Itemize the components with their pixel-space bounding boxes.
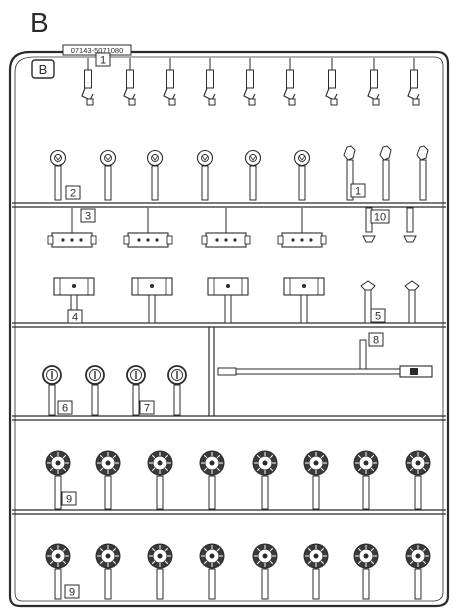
clamp-block [47, 208, 97, 248]
clamp-block [201, 208, 251, 248]
part-1-bracket [81, 58, 94, 106]
part-code: 07143-5071080 [71, 46, 124, 55]
part-number-tag [67, 309, 83, 324]
part-number-tag [65, 185, 81, 200]
part-number-tag [370, 209, 390, 224]
gauge-disc-part [99, 149, 117, 201]
sheet-letter: B [30, 7, 49, 38]
part-number-tag [370, 308, 386, 323]
part-number-label: 9 [69, 587, 75, 599]
part-number-label: 10 [374, 212, 386, 224]
wheel-part-9 [252, 450, 278, 510]
part-number-label: 1 [100, 55, 106, 67]
part-1-bracket [283, 58, 296, 106]
part-number-tag [350, 183, 366, 198]
part-number-tag [139, 400, 155, 415]
hook-part [416, 145, 429, 201]
bracket-part-5 [404, 280, 420, 324]
clamp-block [277, 208, 327, 248]
gauge-disc-part [146, 149, 164, 201]
wheel-part-9 [303, 450, 329, 510]
wheel-part-9 [147, 543, 173, 600]
wheel-part-9 [95, 543, 121, 600]
wheel-part-9 [45, 450, 71, 510]
box-part [207, 277, 249, 324]
part-number-tag [80, 208, 96, 223]
wheel-part-9 [353, 450, 379, 510]
part-number-label: 3 [85, 211, 91, 223]
part-number-label: 2 [70, 188, 76, 200]
part-1-bracket [123, 58, 136, 106]
part-1-bracket [325, 58, 338, 106]
dial-part [42, 365, 62, 416]
part-number-label: 1 [355, 186, 361, 198]
part-number-tag [95, 52, 111, 67]
dial-part [85, 365, 105, 416]
frame-tag-label: B [39, 62, 48, 77]
wheel-part-9 [147, 450, 173, 510]
gauge-disc-part [196, 149, 214, 201]
part-number-label: 9 [66, 494, 72, 506]
part-number-label: 4 [72, 312, 78, 324]
hose-part-8 [217, 339, 433, 378]
clamp-block [123, 208, 173, 248]
gauge-disc-part [49, 149, 67, 201]
part-1-bracket [367, 58, 380, 106]
part-number-label: 8 [373, 335, 379, 347]
wheel-part-9 [199, 543, 225, 600]
part-number-label: 7 [144, 403, 150, 415]
wheel-part-9 [303, 543, 329, 600]
wheel-part-9 [45, 543, 71, 600]
hook-part [343, 145, 356, 201]
wheel-part-9 [353, 543, 379, 600]
part-1-bracket [163, 58, 176, 106]
dial-part [167, 365, 187, 416]
gauge-disc-part [293, 149, 311, 201]
box-part [283, 277, 325, 324]
valve-part [403, 207, 417, 243]
wheel-part-9 [95, 450, 121, 510]
part-1-bracket [243, 58, 256, 106]
gauge-disc-part [244, 149, 262, 201]
bracket-part-5 [360, 280, 376, 324]
frame-tag [31, 59, 55, 79]
part-number-tag [368, 332, 384, 347]
part-number-label: 5 [375, 311, 381, 323]
part-1-bracket [203, 58, 216, 106]
dial-part [126, 365, 146, 416]
wheel-part-9 [252, 543, 278, 600]
part-1-bracket [407, 58, 420, 106]
runner-frame [8, 50, 450, 608]
hook-part [379, 145, 392, 201]
part-number-label: 6 [62, 403, 68, 415]
part-number-tag [57, 400, 73, 415]
valve-part [362, 207, 376, 243]
wheel-part-9 [405, 450, 431, 510]
part-number-tag [64, 584, 80, 599]
box-part [53, 277, 95, 324]
box-part [131, 277, 173, 324]
wheel-part-9 [405, 543, 431, 600]
part-number-tag [61, 491, 77, 506]
wheel-part-9 [199, 450, 225, 510]
